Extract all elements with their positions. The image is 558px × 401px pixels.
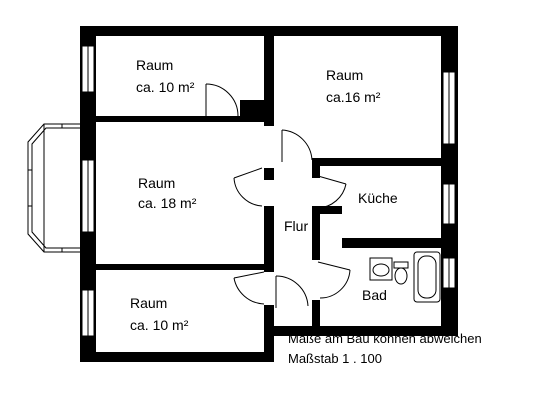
room-bottom-left-area: ca. 10 m² [130,317,189,333]
door-middle-left [233,167,263,207]
door-bottom-left [233,271,265,305]
room-top-right-area: ca.16 m² [326,89,381,105]
door-top-left [205,83,239,117]
room-top-left-name: Raum [136,57,173,73]
bay-window [27,123,80,253]
door-kitchen [317,175,347,209]
doors [205,83,351,308]
interior-walls [96,26,458,362]
room-bottom-left-name: Raum [130,295,167,311]
windows [81,45,456,337]
room-top-left-area: ca. 10 m² [136,79,195,95]
bathroom-label: Bad [362,287,387,303]
room-middle-left-area: ca. 18 m² [138,195,197,211]
bathroom-fixtures [369,251,441,303]
toilet-icon [393,261,409,285]
hallway-label: Flur [284,218,308,234]
disclaimer-note: Maße am Bau können abweichen [288,331,482,346]
kitchen-label: Küche [358,190,398,206]
bathtub-icon [413,251,441,303]
sink-icon [369,257,393,281]
door-hall-lower [275,275,309,308]
scale-note: Maßstab 1 . 100 [288,351,382,366]
room-top-right-name: Raum [326,67,363,83]
door-top-right [281,129,313,162]
door-bathroom [317,261,351,299]
room-middle-left-name: Raum [138,175,175,191]
